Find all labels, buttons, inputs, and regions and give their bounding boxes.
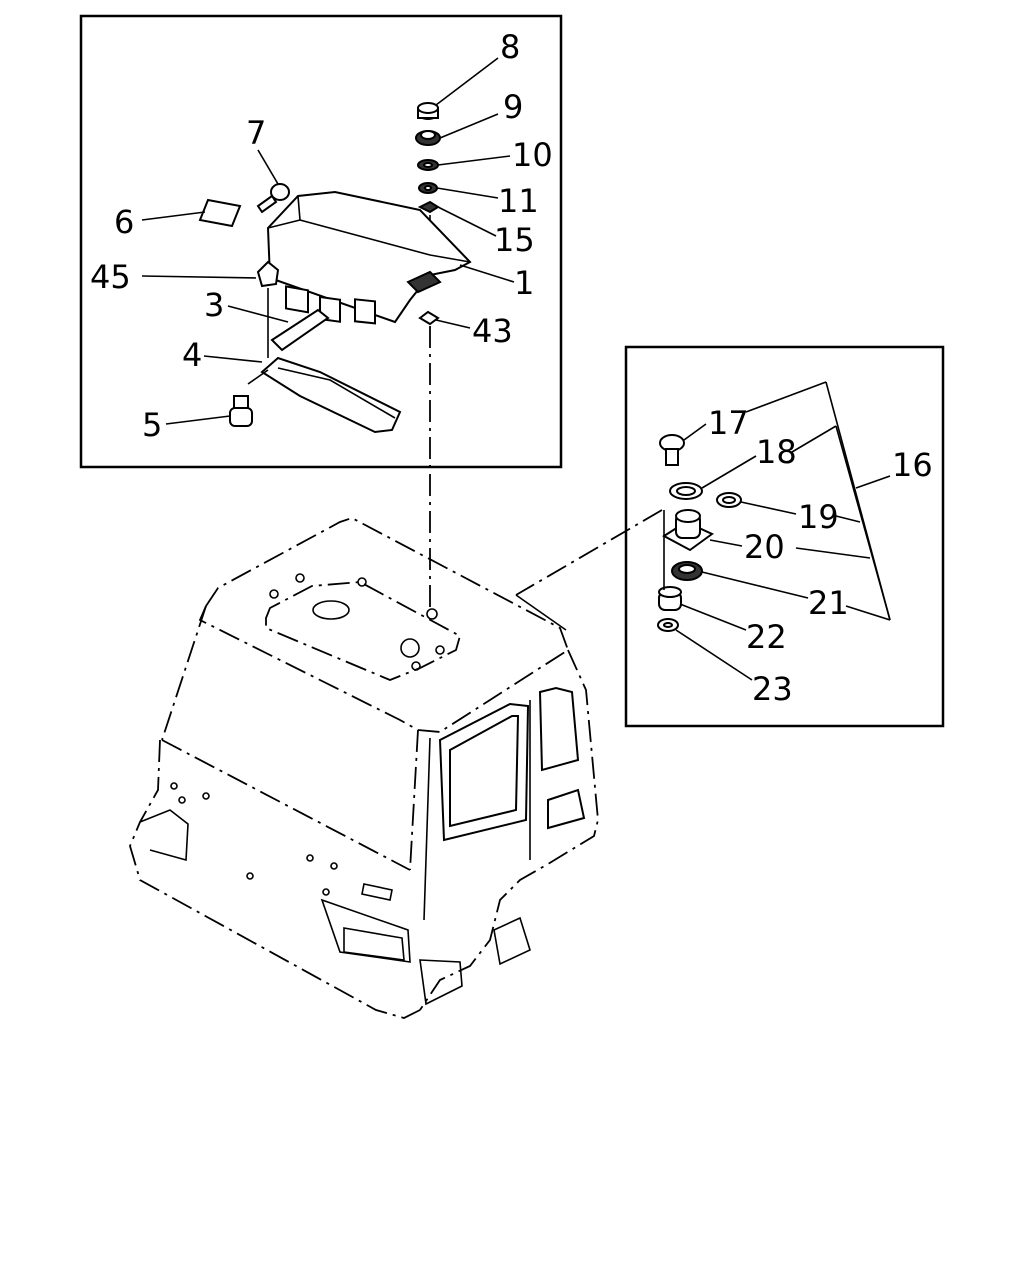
part-22-spacer	[658, 586, 682, 611]
callout-3: 3	[204, 286, 224, 324]
callout-1: 1	[514, 264, 534, 302]
part-21-rubber	[671, 561, 703, 581]
leader-lines-box-a	[141, 57, 515, 425]
part-17-bolt	[659, 434, 685, 466]
part-10-washer	[417, 159, 439, 171]
callout-11: 11	[498, 182, 539, 220]
callout-7: 7	[246, 114, 266, 152]
callout-45: 45	[90, 258, 131, 296]
callout-9: 9	[503, 88, 523, 126]
callout-8: 8	[500, 28, 520, 66]
detail-box-mount	[624, 345, 945, 728]
callout-17: 17	[708, 404, 749, 442]
callout-20: 20	[744, 528, 785, 566]
callout-22: 22	[746, 618, 787, 656]
callout-18: 18	[756, 433, 797, 471]
part-7-screw	[256, 183, 290, 214]
callout-19: 19	[798, 498, 839, 536]
part-8-cap	[417, 102, 439, 120]
part-20-mount	[662, 509, 714, 552]
part-43-nut	[418, 310, 440, 326]
callout-15: 15	[494, 221, 535, 259]
callout-6: 6	[114, 203, 134, 241]
cab-outline	[129, 517, 599, 1019]
part-19-washer	[716, 492, 742, 508]
part-18-washer	[669, 482, 703, 500]
callout-23: 23	[752, 670, 793, 708]
detail-box-roof-console	[79, 14, 563, 469]
part-45-clip	[256, 260, 280, 288]
leader-lines-box-b	[675, 381, 891, 681]
callout-labels: 8 9 10 11 15 1 43 7 6 45 3 4 5 17 18 16 …	[90, 28, 933, 708]
callout-10: 10	[512, 136, 553, 174]
part-15-nut	[417, 200, 440, 214]
part-1-roof-console	[266, 190, 472, 325]
callout-43: 43	[472, 312, 513, 350]
part-9-bushing	[415, 130, 441, 146]
part-23-washer	[657, 618, 679, 632]
callout-4: 4	[182, 336, 202, 374]
part-11-washer	[418, 182, 438, 194]
part-3-pad	[270, 308, 330, 352]
callout-16: 16	[892, 446, 933, 484]
callout-5: 5	[142, 406, 162, 444]
part-6-plate	[198, 198, 242, 228]
callout-21: 21	[808, 584, 849, 622]
part-4-bracket	[260, 356, 402, 434]
part-5-grommet	[229, 395, 253, 427]
